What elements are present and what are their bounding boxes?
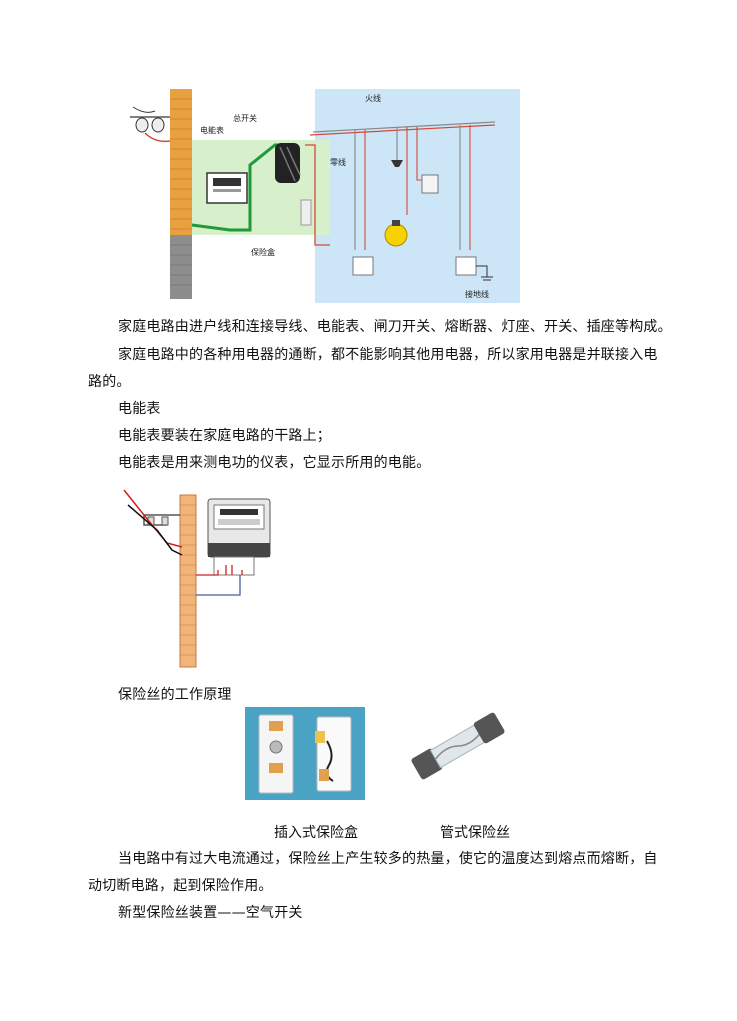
paragraph-parallel-line2: 路的。	[88, 374, 131, 390]
paragraph-composition: 家庭电路由进户线和连接导线、电能表、闸刀开关、熔断器、灯座、开关、插座等构成。	[118, 319, 672, 335]
heading-air-breaker: 新型保险丝装置——空气开关	[118, 905, 303, 921]
paragraph-fuse-line2: 动切断电路，起到保险作用。	[88, 878, 273, 894]
ground-symbol-icon	[476, 265, 493, 281]
indoor-panel	[315, 89, 520, 303]
fuse-box-icon	[300, 199, 312, 226]
green-wire	[191, 143, 283, 232]
heading-fuse-principle: 保险丝的工作原理	[118, 687, 232, 703]
paragraph-meter-location: 电能表要装在家庭电路的干路上；	[118, 428, 331, 444]
paragraph-meter-function: 电能表是用来测电功的仪表，它显示所用的电能。	[118, 455, 431, 471]
brick-wall	[170, 89, 192, 299]
label-neutral-wire: 零线	[330, 157, 346, 167]
caption-tube-fuse: 管式保险丝	[440, 825, 510, 841]
label-main-switch: 总开关	[233, 113, 257, 123]
heading-meter: 电能表	[118, 401, 161, 417]
brick-wall	[179, 494, 197, 668]
household-circuit-diagram: 火线 总开关 电能表 零线 保险盒 接地线	[130, 89, 520, 303]
meter-icon	[206, 172, 248, 204]
bulb-icon	[384, 220, 408, 247]
caption-plug-fuse: 插入式保险盒	[274, 825, 358, 841]
plug-fuse-box-image	[245, 707, 365, 800]
paragraph-parallel-line1: 家庭电路中的各种用电器的通断，都不能影响其他用电器，所以家用电器是并联接入电	[118, 347, 658, 363]
label-fuse-box: 保险盒	[251, 247, 275, 257]
paragraph-fuse-line1: 当电路中有过大电流通过，保险丝上产生较多的热量，使它的温度达到熔点而熔断，自	[118, 851, 658, 867]
main-switch-icon	[275, 143, 301, 183]
electric-meter-icon	[207, 498, 271, 576]
label-meter: 电能表	[200, 125, 224, 135]
label-live-wire: 火线	[365, 93, 381, 103]
insulators	[130, 106, 171, 143]
socket-two-pin-icon	[352, 256, 374, 276]
lamp-holder-icon	[391, 160, 403, 167]
tube-fuse-image	[411, 712, 505, 780]
meter-wall-diagram	[123, 489, 271, 668]
label-ground-wire: 接地线	[465, 289, 489, 299]
socket-three-pin-icon	[455, 256, 477, 276]
wall-switch-icon	[421, 174, 439, 194]
